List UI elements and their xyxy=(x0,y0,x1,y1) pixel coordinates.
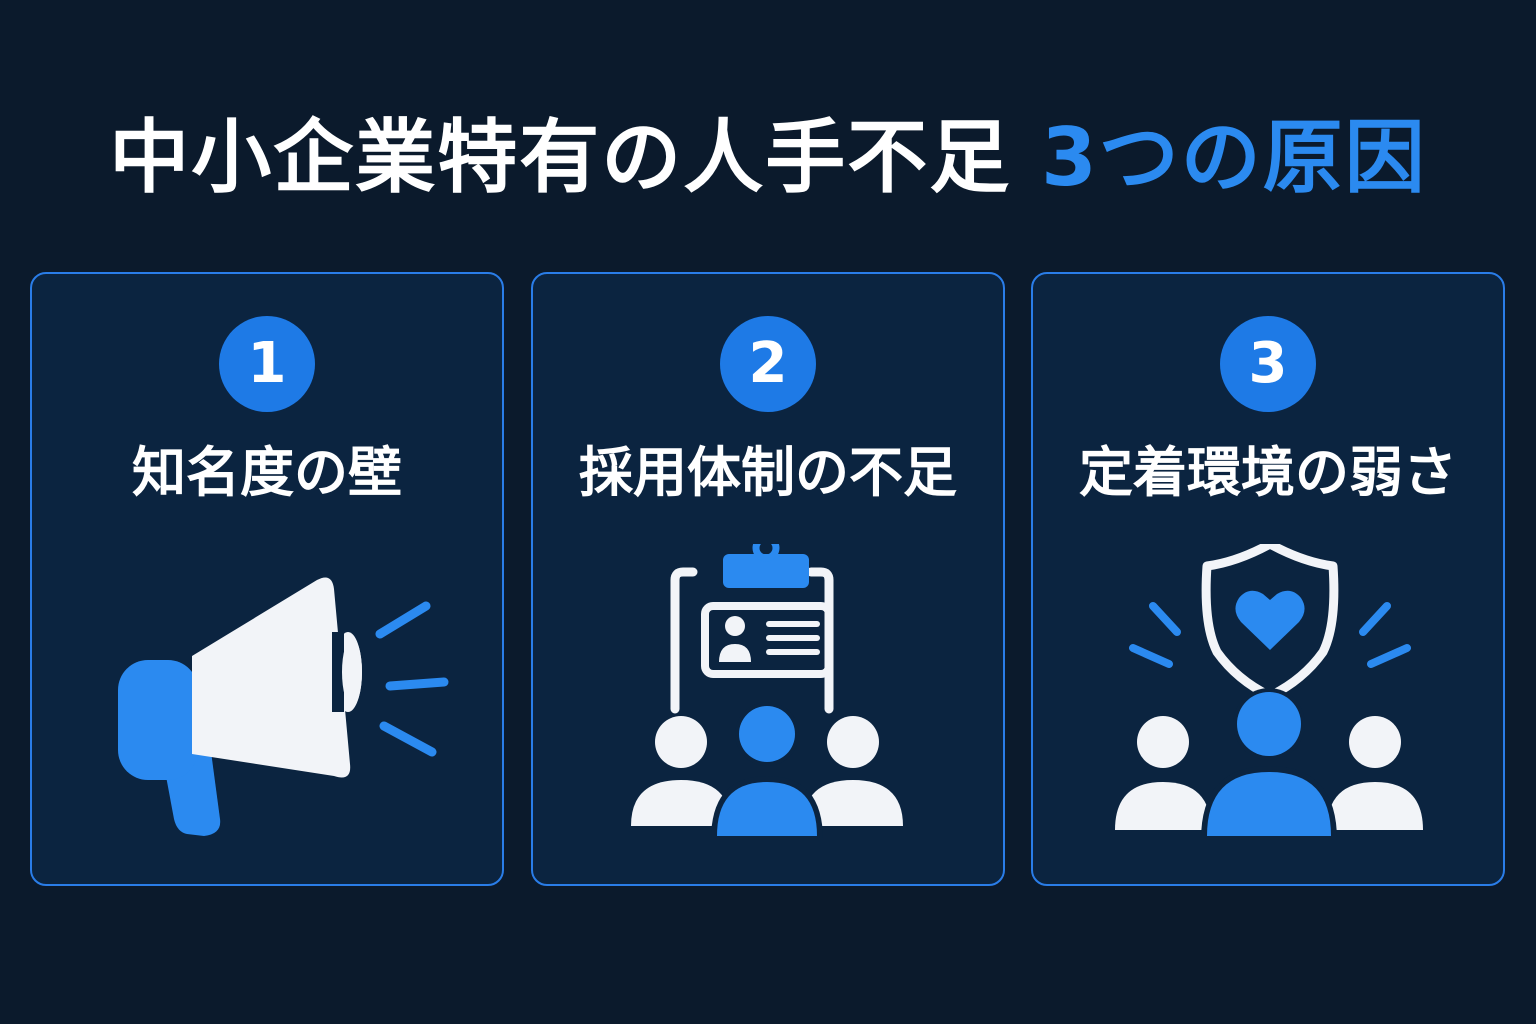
title-accent: 3つの原因 xyxy=(1041,111,1427,204)
shield-heart-team-icon xyxy=(1115,544,1423,840)
number-badge-2: 2 xyxy=(720,316,816,412)
page-title: 中小企業特有の人手不足 3つの原因 xyxy=(0,108,1536,208)
clipboard-team-icon xyxy=(631,544,903,840)
cause-card-2: 2 採用体制の不足 xyxy=(531,272,1005,886)
card-heading-1: 知名度の壁 xyxy=(132,441,402,504)
card-heading-3: 定着環境の弱さ xyxy=(1079,441,1457,504)
title-main: 中小企業特有の人手不足 xyxy=(109,111,1042,204)
number-badge-1: 1 xyxy=(219,316,315,412)
number-badge-3: 3 xyxy=(1220,316,1316,412)
cause-card-1: 1 知名度の壁 xyxy=(30,272,504,886)
cause-card-3: 3 定着環境の弱さ xyxy=(1031,272,1505,886)
megaphone-icon xyxy=(118,577,449,836)
card-heading-2: 採用体制の不足 xyxy=(579,441,957,504)
